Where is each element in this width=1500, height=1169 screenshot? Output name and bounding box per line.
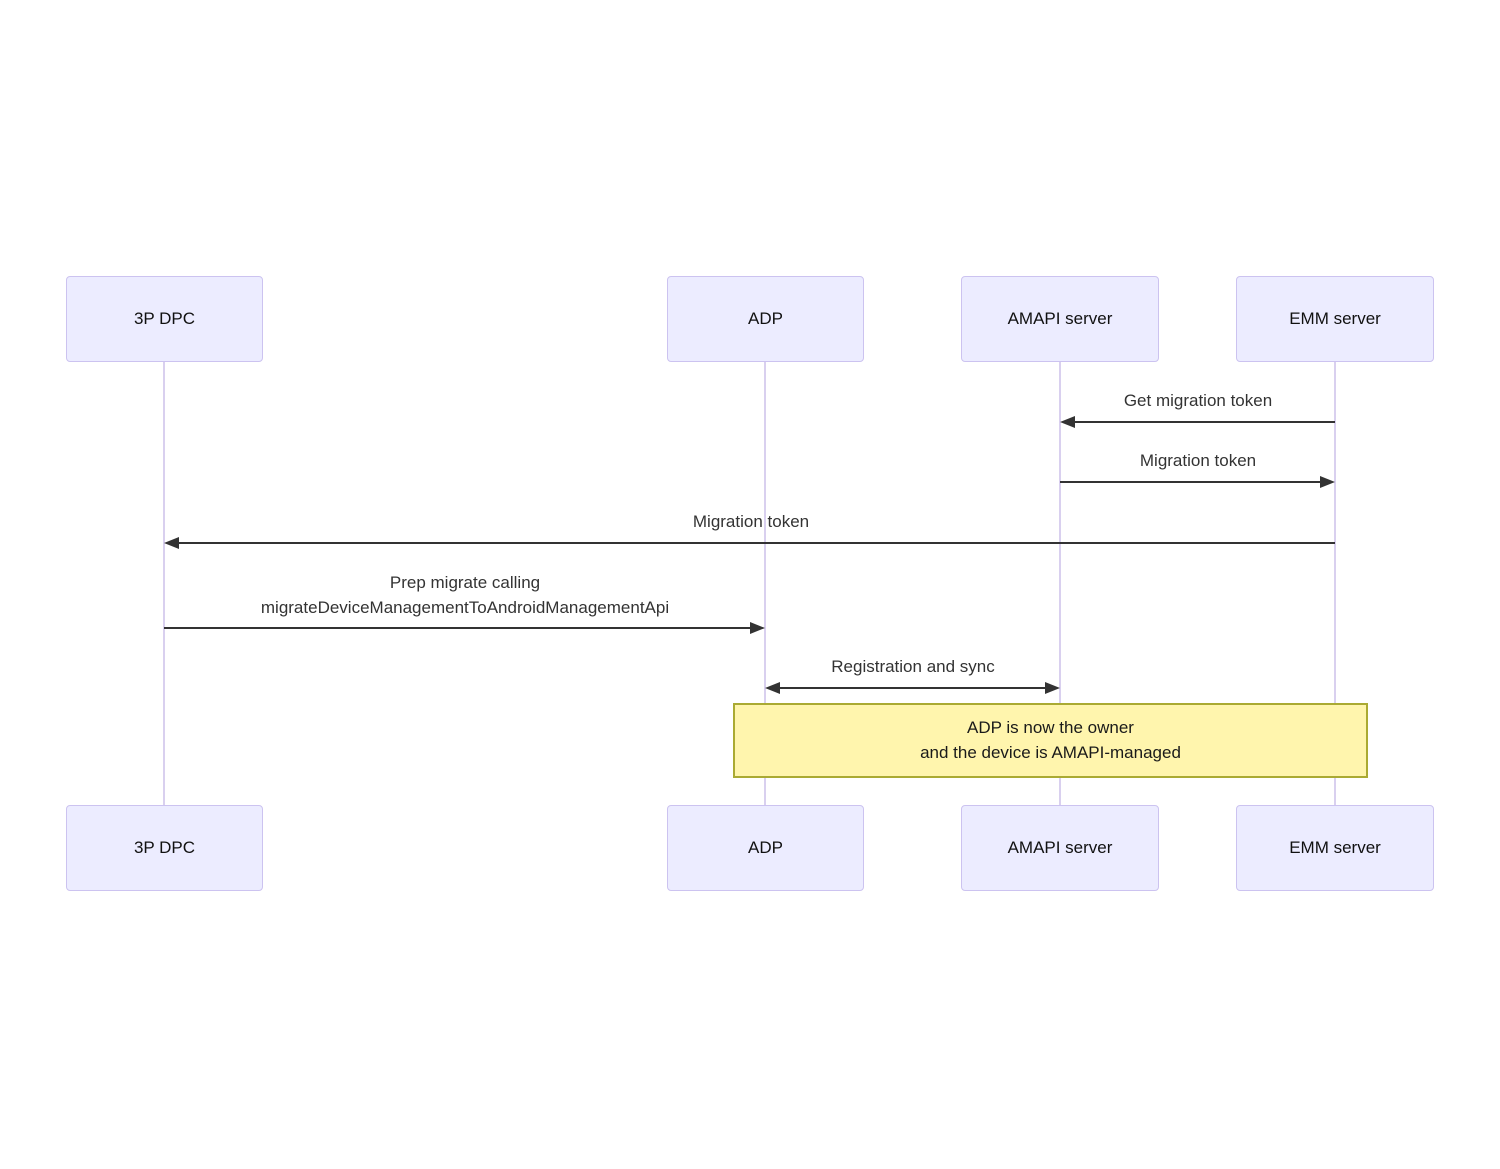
actor-amapi-server-top: AMAPI server bbox=[961, 276, 1159, 362]
arrowhead-left-icon bbox=[1060, 416, 1075, 428]
actor-3p-dpc-top: 3P DPC bbox=[66, 276, 263, 362]
message-label-registration-and-sync: Registration and sync bbox=[831, 657, 995, 676]
note-box: ADP is now the owner and the device is A… bbox=[733, 703, 1368, 778]
message-arrow-registration-and-sync bbox=[777, 687, 1049, 689]
note-line-1: ADP is now the owner bbox=[967, 717, 1134, 737]
lifeline-emm-server bbox=[1334, 362, 1336, 805]
note-line-2: and the device is AMAPI-managed bbox=[920, 742, 1181, 762]
actor-emm-server-bottom: EMM server bbox=[1236, 805, 1434, 891]
arrowhead-left-icon bbox=[164, 537, 179, 549]
message-label-migration-token-to-emm: Migration token bbox=[1139, 451, 1257, 470]
message-label-migration-token-to-dpc: Migration token bbox=[692, 512, 810, 531]
actor-adp-bottom: ADP bbox=[667, 805, 864, 891]
arrowhead-right-icon bbox=[1045, 682, 1060, 694]
message-arrow-prep-migrate bbox=[164, 627, 752, 629]
message-arrow-get-migration-token bbox=[1072, 421, 1335, 423]
message-arrow-migration-token-to-dpc bbox=[176, 542, 1335, 544]
message-label-prep-migrate-line1: Prep migrate calling bbox=[389, 573, 541, 592]
message-label-prep-migrate-line2: migrateDeviceManagementToAndroidManageme… bbox=[260, 598, 670, 617]
arrowhead-left-icon bbox=[765, 682, 780, 694]
actor-amapi-server-bottom: AMAPI server bbox=[961, 805, 1159, 891]
actor-3p-dpc-bottom: 3P DPC bbox=[66, 805, 263, 891]
lifeline-amapi-server bbox=[1059, 362, 1061, 805]
arrowhead-right-icon bbox=[1320, 476, 1335, 488]
message-label-get-migration-token: Get migration token bbox=[1123, 391, 1273, 410]
message-label-prep-migrate: Prep migrate calling migrateDeviceManage… bbox=[261, 573, 669, 618]
actor-adp-top: ADP bbox=[667, 276, 864, 362]
lifeline-3p-dpc bbox=[163, 362, 165, 805]
lifeline-adp bbox=[764, 362, 766, 805]
actor-emm-server-top: EMM server bbox=[1236, 276, 1434, 362]
arrowhead-right-icon bbox=[750, 622, 765, 634]
message-arrow-migration-token-to-emm bbox=[1060, 481, 1323, 483]
